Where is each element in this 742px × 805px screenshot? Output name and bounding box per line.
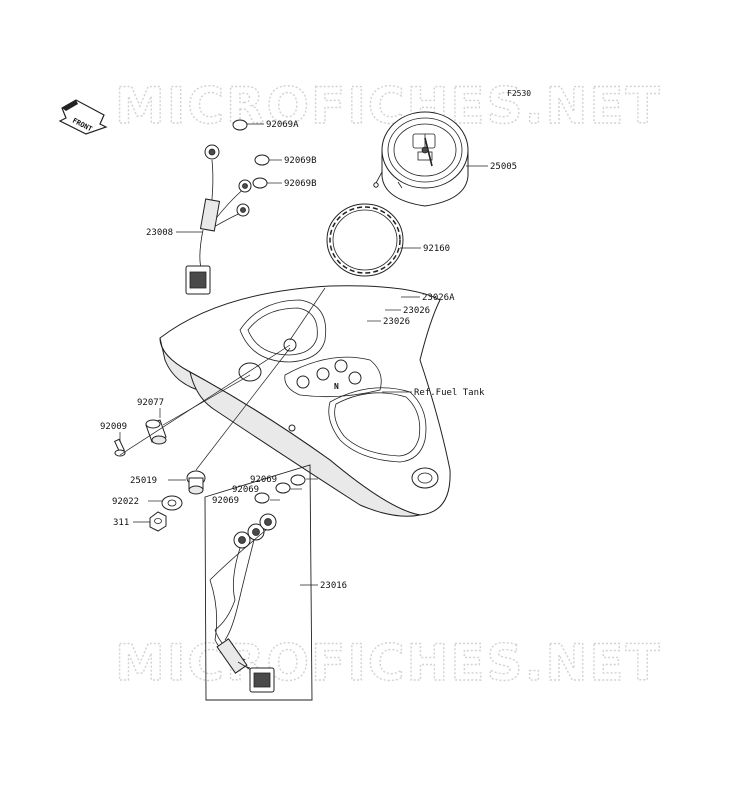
label-ref-fuel-tank: Ref.Fuel Tank <box>414 388 485 398</box>
label-23016: 23016 <box>320 581 347 591</box>
speedometer-25005 <box>373 111 469 207</box>
label-311: 311 <box>113 518 129 528</box>
label-92160: 92160 <box>423 244 450 254</box>
screw-92009 <box>113 438 126 457</box>
diagram-code: F2530 <box>507 89 531 98</box>
label-23026A: 23026A <box>422 293 455 303</box>
harness-23016-box <box>204 464 313 701</box>
watermark-top: MICROFICHES.NET <box>115 77 662 135</box>
label-92069B-2: 92069B <box>284 179 317 189</box>
label-92069-2: 92069 <box>232 485 259 495</box>
washer-92022 <box>161 495 183 511</box>
front-arrow-icon: FRONT <box>58 99 108 135</box>
watermark-bottom: MICROFICHES.NET <box>115 634 662 692</box>
label-92077: 92077 <box>137 398 164 408</box>
harness-23008 <box>185 119 270 295</box>
label-92009: 92009 <box>100 422 127 432</box>
label-23026-1: 23026 <box>403 306 430 316</box>
label-92069B-1: 92069B <box>284 156 317 166</box>
fuel-tank-console: N <box>159 285 451 517</box>
label-25019: 25019 <box>130 476 157 486</box>
grommet-92077 <box>145 419 167 445</box>
label-92069-1: 92069 <box>250 475 277 485</box>
bulb-25019 <box>186 470 206 495</box>
label-92022: 92022 <box>112 497 139 507</box>
ring-92160 <box>326 203 404 277</box>
label-23008: 23008 <box>146 228 173 238</box>
label-92069-3: 92069 <box>212 496 239 506</box>
label-92069A: 92069A <box>266 120 299 130</box>
label-23026-2: 23026 <box>383 317 410 327</box>
nut-311 <box>149 511 167 532</box>
neutral-indicator: N <box>334 382 339 391</box>
leader-lines <box>119 123 488 586</box>
label-25005: 25005 <box>490 162 517 172</box>
